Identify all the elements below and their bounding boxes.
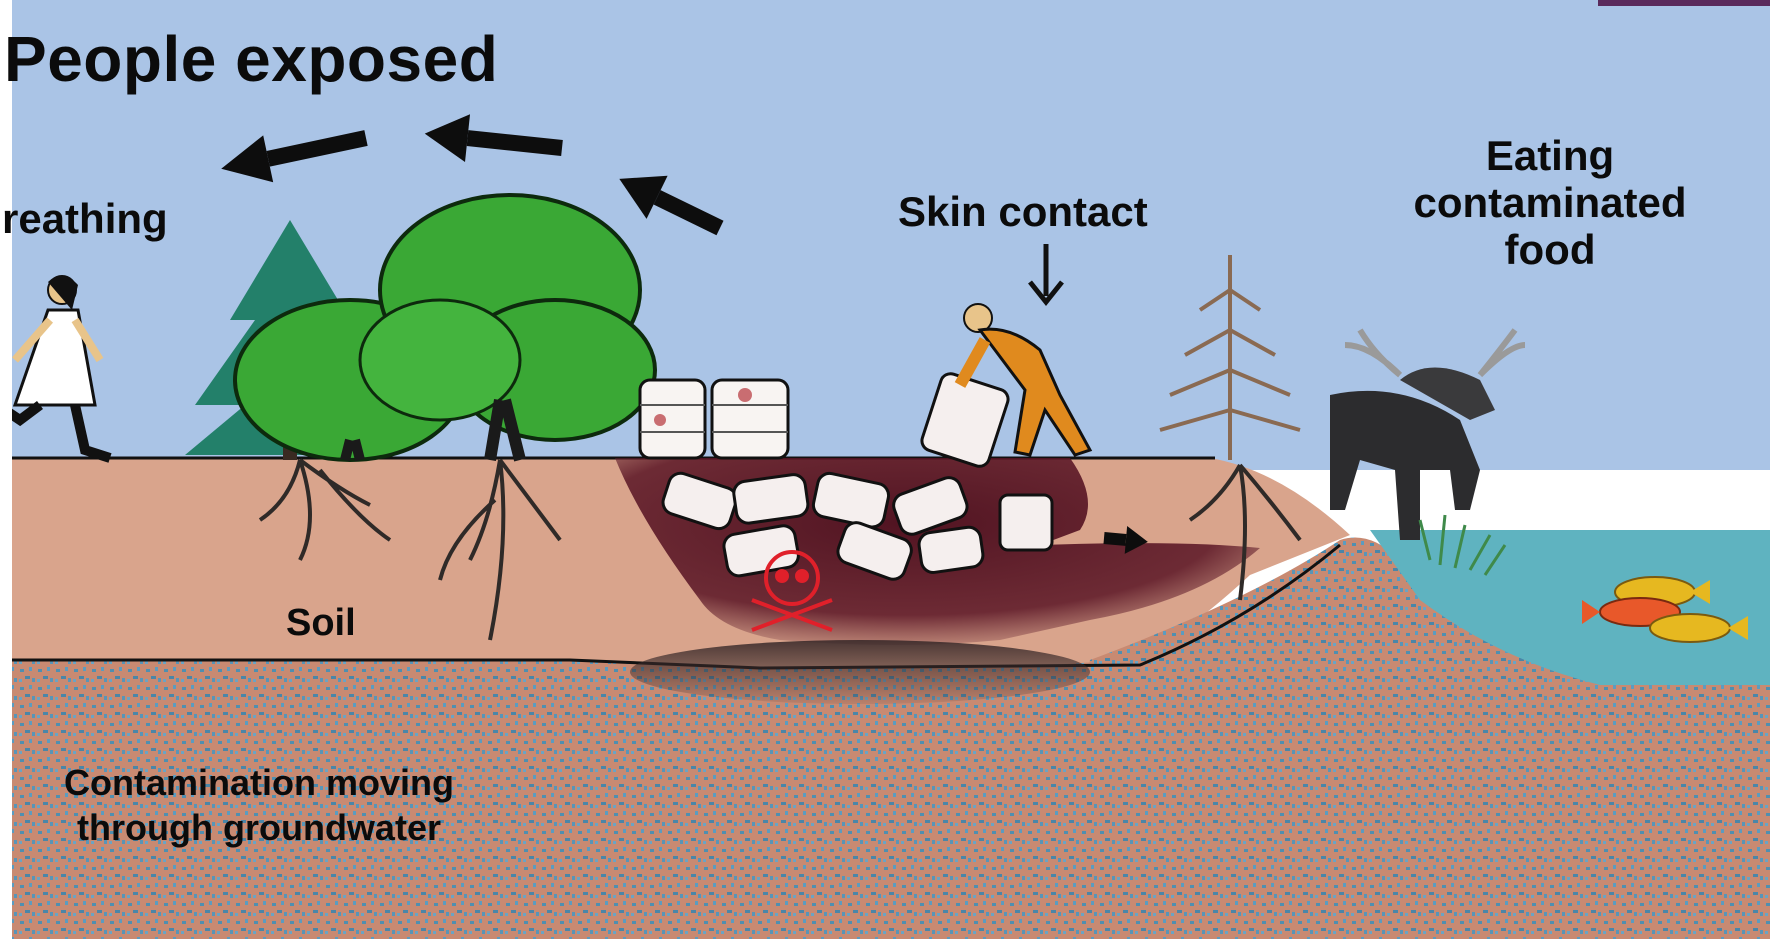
frame-left-edge: [0, 0, 12, 939]
corner-tab: [1598, 0, 1770, 6]
breathing-label: reathing: [2, 195, 168, 242]
waste-barrel-icon: [640, 380, 788, 458]
skin-contact-label: Skin contact: [898, 188, 1148, 235]
groundwater-label: Contamination moving through groundwater: [24, 760, 494, 850]
eating-contaminated-food-label: Eating contaminated food: [1370, 132, 1730, 273]
plume-shadow: [630, 640, 1090, 704]
soil-label: Soil: [286, 602, 356, 645]
diagram-title: People exposed: [4, 24, 498, 96]
